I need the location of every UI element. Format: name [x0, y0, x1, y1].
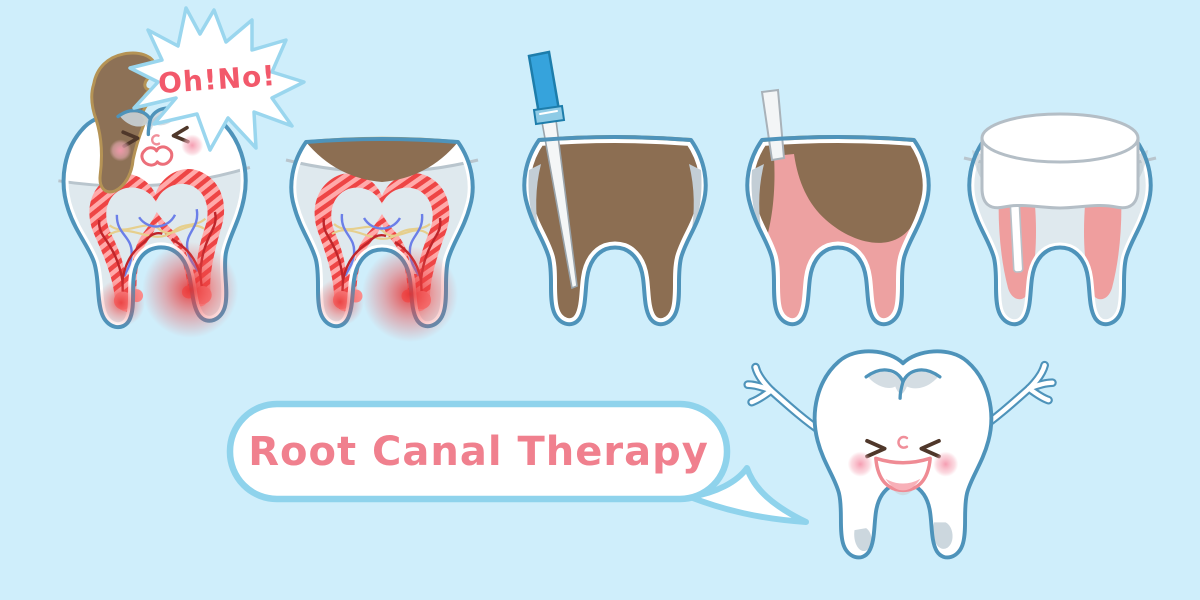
- stage-3-canal-cleaning: [522, 50, 708, 327]
- right-blush: [933, 451, 959, 477]
- speech-bubble-tail: [687, 465, 809, 525]
- speech-bubble: [226, 400, 731, 503]
- pain-glow: [97, 278, 146, 327]
- crown-cap-icon: [980, 112, 1140, 210]
- left-blush: [109, 139, 132, 162]
- left-blush: [847, 451, 873, 477]
- happy-face: [847, 368, 959, 493]
- sad-face: [109, 106, 204, 167]
- mouth: [140, 145, 174, 167]
- pain-glow: [362, 246, 458, 342]
- stage-4-canal-filling: [745, 88, 931, 327]
- file-collar: [532, 104, 566, 126]
- decay-bowl: [306, 138, 458, 182]
- nose: [897, 435, 909, 449]
- stage-5-crown-restoration: [963, 112, 1157, 327]
- happy-tooth-character: [743, 349, 1057, 560]
- stage-2-open-cavity: [285, 136, 479, 342]
- nose: [151, 134, 161, 146]
- right-blush: [181, 134, 204, 157]
- title-text: Root Canal Therapy: [248, 428, 709, 475]
- endodontic-file-icon: [527, 50, 578, 290]
- smiling-mouth: [874, 456, 932, 493]
- left-eye: [865, 438, 887, 459]
- stage-1-decayed-tooth: [56, 51, 258, 338]
- filling-applicator-icon: [760, 88, 786, 162]
- left-arm: [743, 362, 828, 438]
- pain-glow: [142, 241, 239, 338]
- file-handle: [527, 50, 561, 116]
- right-eye: [919, 438, 941, 459]
- pain-glow: [316, 278, 364, 326]
- exclamation-burst: [128, 6, 306, 152]
